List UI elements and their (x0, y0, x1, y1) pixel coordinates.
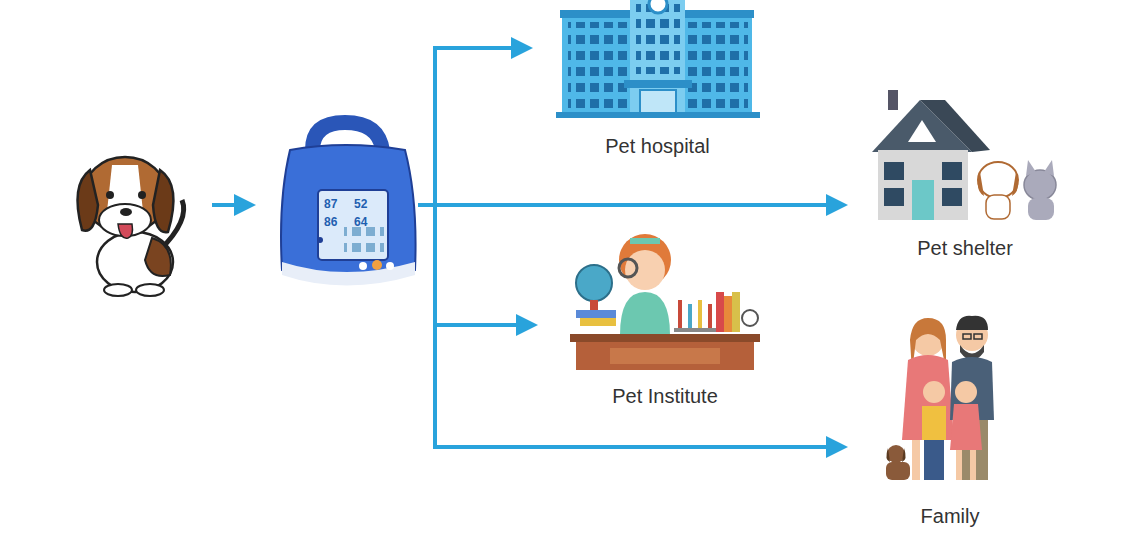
arrow-head (826, 194, 848, 216)
node-label: Family (850, 505, 1050, 528)
screen-reading: 52 (354, 198, 367, 210)
branch-arrow (418, 205, 848, 458)
dog-illustration (78, 157, 184, 296)
node-label: Pet Institute (540, 385, 790, 408)
destination-node: Pet shelter (850, 90, 1080, 262)
device-screen: 87 52 86 64 (318, 190, 388, 260)
hospital-building (556, 0, 760, 118)
destination-node: Family (850, 305, 1050, 530)
connector-line (418, 203, 830, 207)
screen-reading: 87 (324, 198, 337, 210)
connector-line (418, 48, 515, 205)
node-label: Pet shelter (850, 237, 1080, 260)
branch-arrow (418, 194, 848, 216)
input-arrow (212, 194, 256, 216)
screen-reading: 64 (354, 216, 367, 228)
destination-node: Pet Institute (540, 225, 790, 410)
monitor-device (281, 115, 416, 286)
institute-scientist (570, 234, 760, 370)
destination-node: Pet hospital (535, 0, 780, 160)
screen-reading: 86 (324, 216, 337, 228)
node-label: Pet hospital (535, 135, 780, 158)
connector-line (418, 205, 830, 447)
family-people (886, 316, 994, 480)
arrow-head (826, 436, 848, 458)
arrow-head (511, 37, 533, 59)
branch-arrow (418, 37, 533, 205)
shelter-house (872, 90, 1056, 220)
arrow-head (516, 314, 538, 336)
